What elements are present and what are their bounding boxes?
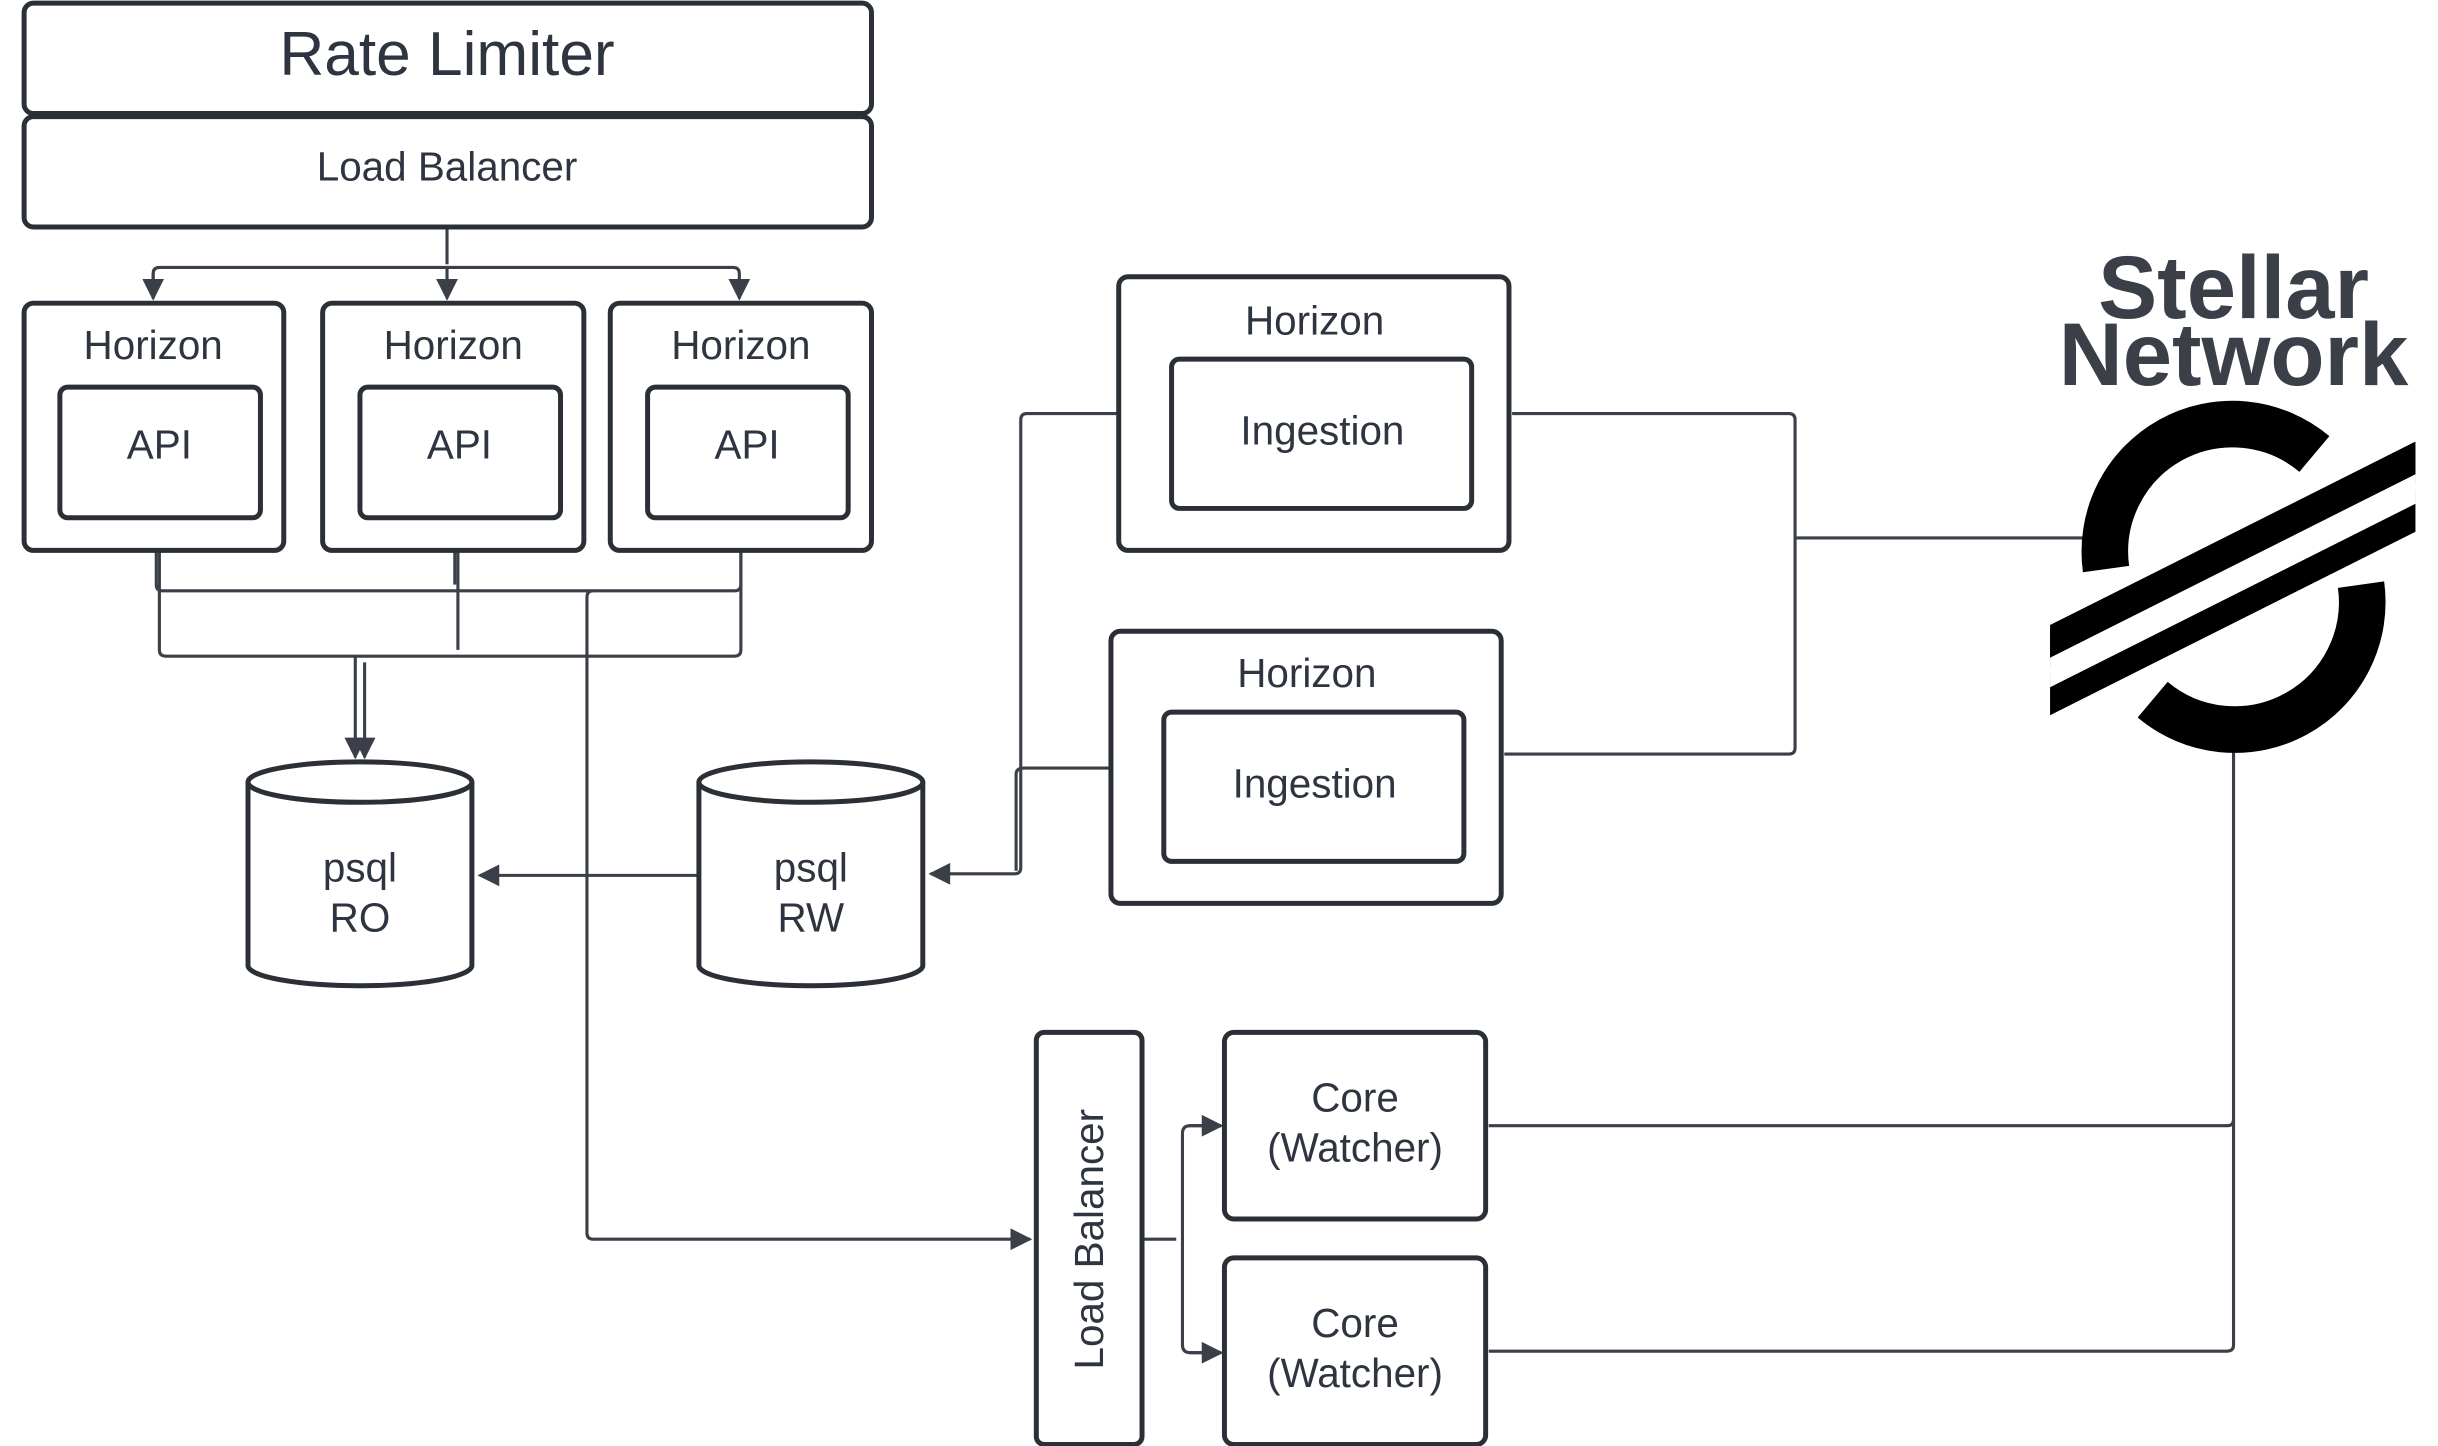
ingestion-node-2-inner <box>1161 709 1467 864</box>
edge-core-lb-split <box>1180 1124 1220 1355</box>
psql-ro-line2: RO <box>330 894 391 940</box>
psql-rw-line2: RW <box>778 894 845 940</box>
core-load-balancer-box <box>1033 1029 1145 1446</box>
top-load-balancer-label: Load Balancer <box>317 143 578 189</box>
network-title-line1: Stellar <box>2098 238 2369 337</box>
stellar-logo-icon <box>2050 400 2416 753</box>
connectors <box>142 228 2236 1364</box>
edge-api-bus <box>157 550 743 658</box>
rate-limiter-label: Rate Limiter <box>279 20 614 89</box>
api-node-1-inner-label: API <box>127 422 192 468</box>
api-node-1-inner <box>57 384 263 521</box>
edge-ingest-to-network-bus <box>1504 412 1797 756</box>
edge-ingest-1-to-rw <box>928 412 1118 885</box>
edge-ingest-2-to-rw <box>1014 766 1110 871</box>
core-load-balancer-node: Load Balancer <box>1033 1029 1145 1446</box>
api-node-2-inner-label: API <box>427 422 492 468</box>
edge-core-2-to-network <box>1488 1119 2236 1353</box>
psql-ro-top <box>245 759 475 805</box>
ingestion-node-1-inner <box>1169 356 1475 511</box>
api-node-2-title: Horizon <box>384 322 523 368</box>
core-watcher-1-line2: (Watcher) <box>1267 1124 1443 1170</box>
ingestion-node-2-title: Horizon <box>1237 650 1376 696</box>
api-node-1-title: Horizon <box>84 322 223 368</box>
ingestion-node-1-title: Horizon <box>1245 297 1384 343</box>
network-title-line2: Network <box>2059 305 2409 404</box>
api-node-3-inner <box>645 384 851 521</box>
psql-ro-line1: psql <box>323 845 397 891</box>
stellar-network: Stellar Network <box>2050 238 2416 753</box>
core-watcher-2-box <box>1221 1255 1489 1446</box>
core-watcher-2-line1: Core <box>1311 1300 1399 1346</box>
ingestion-node-1: Horizon Ingestion <box>1116 274 1512 553</box>
edge-api-core-bus <box>154 550 743 593</box>
api-node-2: Horizon API <box>320 300 587 553</box>
api-node-2-inner <box>357 384 564 521</box>
api-node-3: Horizon API <box>607 300 874 553</box>
top-load-balancer-box <box>21 114 874 230</box>
psql-rw-line1: psql <box>774 845 848 891</box>
rate-limiter-box <box>21 0 874 116</box>
psql-rw-top <box>696 759 926 805</box>
core-watcher-2: Core (Watcher) <box>1221 1255 1489 1446</box>
psql-ro-node: psql RO <box>245 759 475 989</box>
edge-core-1-to-network <box>1488 727 2236 1128</box>
psql-ro-body <box>245 782 475 989</box>
core-load-balancer-label: Load Balancer <box>1066 1109 1112 1370</box>
rate-limiter-node: Rate Limiter <box>21 0 874 116</box>
top-load-balancer-node: Load Balancer <box>21 114 874 230</box>
api-node-3-title: Horizon <box>671 322 810 368</box>
psql-rw-node: psql RW <box>696 759 926 989</box>
ingestion-node-1-inner-label: Ingestion <box>1240 408 1404 454</box>
core-watcher-1-box <box>1221 1029 1489 1222</box>
core-watcher-2-line2: (Watcher) <box>1267 1350 1443 1396</box>
psql-rw-body <box>696 782 926 989</box>
edge-api-to-core-lb <box>585 589 1033 1251</box>
api-node-3-inner-label: API <box>715 422 780 468</box>
core-watcher-1: Core (Watcher) <box>1221 1029 1489 1222</box>
ingestion-node-2: Horizon Ingestion <box>1108 628 1504 906</box>
ingestion-node-2-inner-label: Ingestion <box>1233 761 1397 807</box>
api-node-1: Horizon API <box>21 300 287 553</box>
core-watcher-1-line1: Core <box>1311 1075 1399 1121</box>
